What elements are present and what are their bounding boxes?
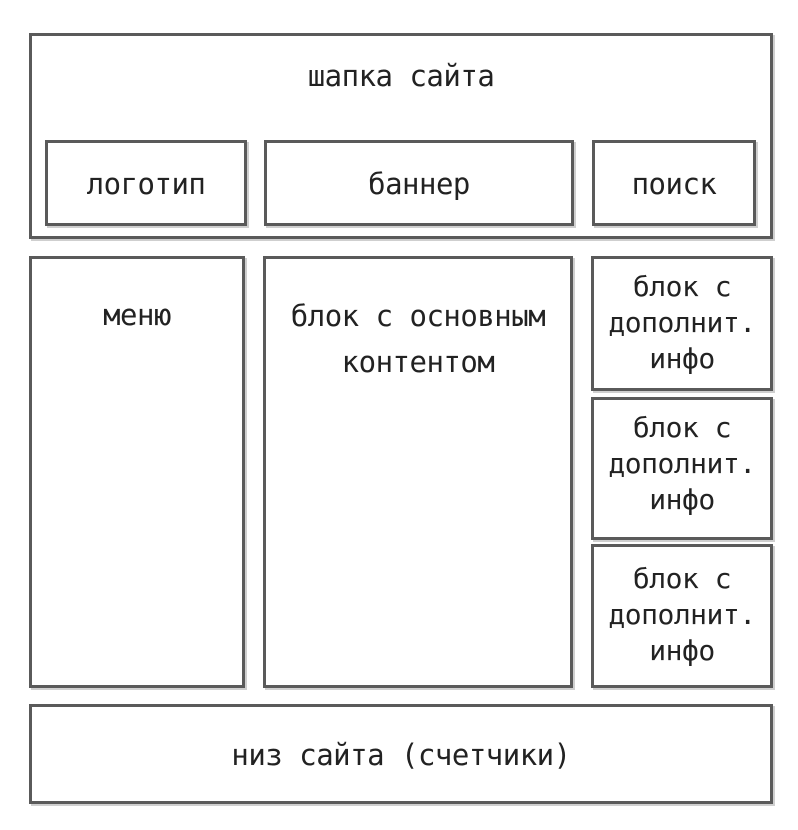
banner-block: баннер [264,140,574,226]
sidebar-info-label-2: блок с дополнит. инфо [608,411,756,516]
footer-block: низ сайта (счетчики) [29,704,773,804]
menu-label: меню [103,298,171,332]
search-block: поиск [592,140,756,226]
sidebar-info-block-1: блок с дополнит. инфо [591,256,773,391]
menu-block: меню [29,256,245,688]
sidebar-info-block-2: блок с дополнит. инфо [591,397,773,540]
footer-label: низ сайта (счетчики) [231,738,571,772]
main-content-label: блок с основным контентом [290,299,546,380]
header-block: шапка сайта логотип баннер поиск [29,33,773,239]
main-content-block: блок с основным контентом [263,256,573,688]
logo-block: логотип [45,140,247,226]
sidebar-info-label-1: блок с дополнит. инфо [608,270,756,375]
sidebar-info-label-3: блок с дополнит. инфо [608,562,756,667]
sidebar-info-block-3: блок с дополнит. инфо [591,544,773,688]
banner-label: баннер [368,167,470,201]
logo-label: логотип [86,167,206,201]
header-title: шапка сайта [307,59,495,93]
search-label: поиск [631,167,717,201]
